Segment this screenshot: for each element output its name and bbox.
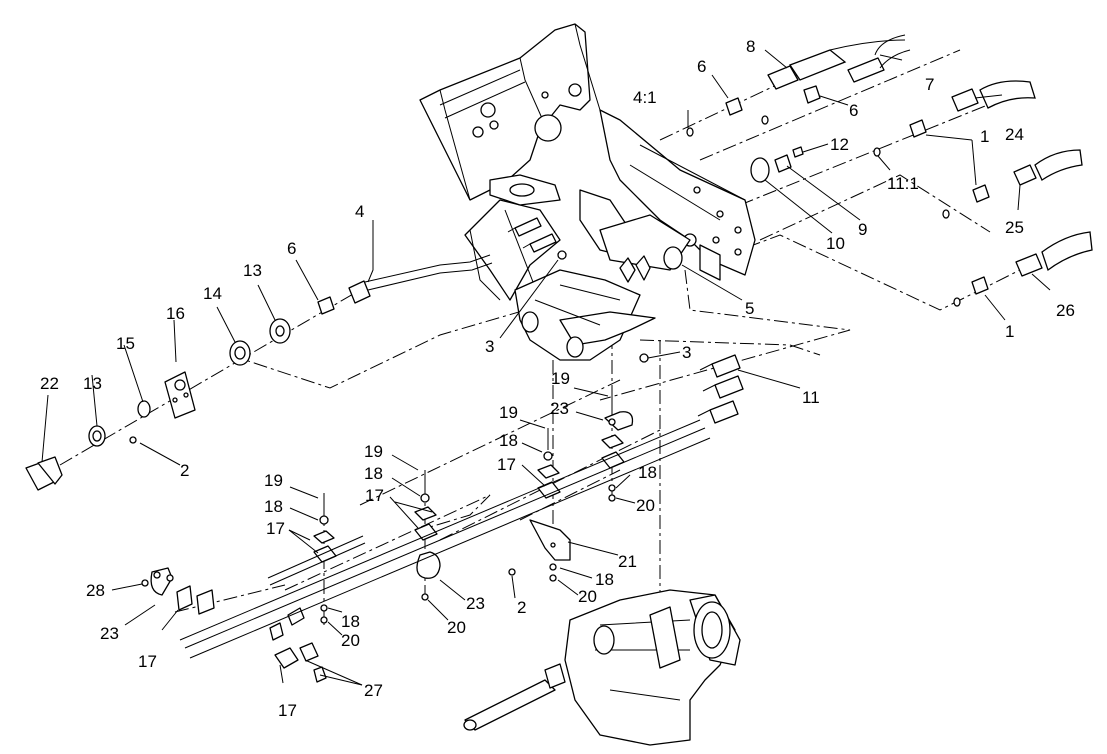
callout-17: 17: [278, 701, 297, 720]
callout-14: 14: [203, 284, 222, 303]
callout-20: 20: [341, 631, 360, 650]
callout-7: 7: [925, 75, 934, 94]
callout-20: 20: [578, 587, 597, 606]
callout-20: 20: [447, 618, 466, 637]
callout-2: 2: [180, 461, 189, 480]
callout-18: 18: [341, 612, 360, 631]
callout-22: 22: [40, 374, 59, 393]
callout-13: 13: [243, 261, 262, 280]
callout-3: 3: [682, 343, 691, 362]
callout-18: 18: [499, 431, 518, 450]
callout-6: 6: [849, 101, 858, 120]
callout-26: 26: [1056, 301, 1075, 320]
frame-assembly: [419, 23, 756, 361]
lower-tubes: [179, 419, 711, 659]
callout-25: 25: [1005, 218, 1024, 237]
callout-4: 4: [355, 202, 364, 221]
callout-19: 19: [264, 471, 283, 490]
callout-13: 13: [83, 374, 102, 393]
callout-2: 2: [517, 598, 526, 617]
callout-19: 19: [364, 442, 383, 461]
callout-labels: 1 1 2 2 3 3 4 4:1 5 6 6 6 7 8 9 10 11 11…: [40, 37, 1075, 720]
callout-16: 16: [166, 304, 185, 323]
callout-1: 1: [980, 127, 989, 146]
upper-hoses: [557, 34, 1093, 363]
stud-fittings: [697, 354, 744, 424]
callout-24: 24: [1005, 125, 1024, 144]
callout-12: 12: [830, 135, 849, 154]
callout-3: 3: [485, 337, 494, 356]
callout-1: 1: [1005, 322, 1014, 341]
clamp-brackets: [141, 388, 634, 683]
callout-11-1: 11:1: [887, 174, 919, 193]
callout-6: 6: [287, 239, 296, 258]
callout-17: 17: [497, 455, 516, 474]
callout-21: 21: [618, 552, 637, 571]
callout-18: 18: [264, 497, 283, 516]
callout-5: 5: [745, 299, 754, 318]
callout-23: 23: [466, 594, 485, 613]
callout-20: 20: [636, 496, 655, 515]
axle-assembly: [463, 589, 741, 746]
callout-11: 11: [802, 388, 820, 407]
callout-6: 6: [697, 57, 706, 76]
callout-10: 10: [826, 234, 845, 253]
callout-4-1: 4:1: [633, 88, 657, 107]
callout-17: 17: [365, 486, 384, 505]
left-tube-assembly: [25, 254, 493, 491]
callout-28: 28: [86, 581, 105, 600]
callout-27: 27: [364, 681, 383, 700]
callout-8: 8: [746, 37, 755, 56]
callout-15: 15: [116, 334, 135, 353]
callout-9: 9: [858, 220, 867, 239]
callout-23: 23: [550, 399, 569, 418]
leader-lines: [41, 49, 1051, 686]
callout-19: 19: [551, 369, 570, 388]
callout-23: 23: [100, 624, 119, 643]
callout-18: 18: [595, 570, 614, 589]
callout-17: 17: [266, 519, 285, 538]
callout-18: 18: [638, 463, 657, 482]
callout-18: 18: [364, 464, 383, 483]
callout-17: 17: [138, 652, 157, 671]
callout-19: 19: [499, 403, 518, 422]
